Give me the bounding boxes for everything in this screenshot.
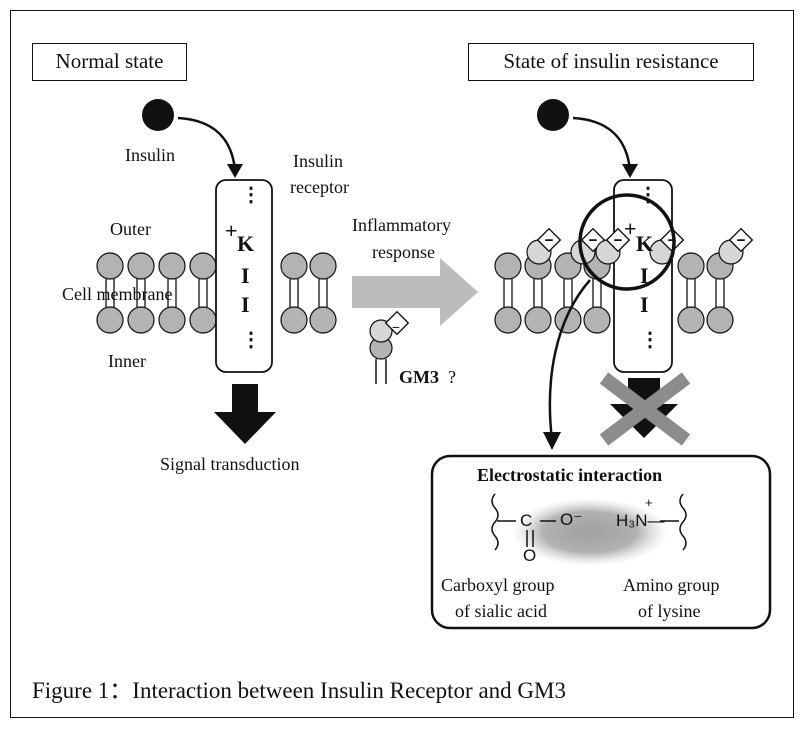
carboxyl-caption-line1: Carboxyl group (441, 575, 555, 595)
insulin-arrow-right (572, 116, 632, 171)
outer-label: Outer (110, 219, 151, 239)
lipid-head (309, 306, 337, 334)
negative-charge-sign: − (614, 232, 623, 249)
lipid-head (494, 252, 522, 280)
carboxyl-squiggle (491, 493, 499, 551)
sialic-acid-diamond (659, 227, 685, 253)
lipid-head (677, 306, 705, 334)
lipid-head (494, 306, 522, 334)
gm3-charges-right: −−−−− (526, 227, 754, 265)
carboxyl-caption-line2: of sialic acid (455, 601, 547, 621)
amino-caption-line2: of lysine (638, 601, 701, 621)
cell-membrane-label: Cell membrane (62, 284, 173, 304)
negative-charge-sign: − (545, 232, 554, 249)
membrane-right (494, 252, 734, 334)
insulin-arrow-left (177, 116, 237, 171)
membrane-left (96, 252, 337, 334)
amino-caption-line1: Amino group (623, 575, 720, 595)
gm3-charge: − (392, 321, 400, 336)
receptor-label-line2: receptor (290, 177, 349, 197)
lipid-head (677, 252, 705, 280)
receptor-label-line1: Insulin (293, 151, 344, 171)
carboxyl-double-o: O (523, 546, 537, 565)
inset-title: Electrostatic interaction (477, 465, 663, 485)
lipid-head (127, 252, 155, 280)
zoom-arrow (548, 279, 591, 441)
receptor-left-i1: I (241, 263, 250, 288)
receptor-right-i2: I (640, 292, 649, 317)
amino-formula: H₃N— (616, 511, 665, 530)
signal-arrow (214, 384, 276, 444)
carboxyl-c: C (520, 511, 533, 530)
interaction-highlight-circle (578, 193, 676, 291)
lipid-head (706, 306, 734, 334)
insulin-arrowhead-left (227, 164, 243, 178)
lipid-head (158, 252, 186, 280)
inflammatory-label-line1: Inflammatory (352, 215, 451, 235)
receptor-left-dots-top: ⋮ (241, 184, 261, 206)
lipid-head (583, 306, 611, 334)
insulin-label: Insulin (125, 145, 176, 165)
lipid-head (280, 306, 308, 334)
lipid-head (524, 306, 552, 334)
sialic-acid-diamond (605, 227, 631, 253)
lipid-head (158, 306, 186, 334)
sialic-acid-diamond (536, 227, 562, 253)
amino-plus: + (645, 495, 653, 510)
receptor-right-i1: I (640, 263, 649, 288)
receptor-right (613, 179, 673, 373)
gm3-label: GM3 (399, 367, 439, 387)
insulin-ball-right (537, 99, 569, 131)
insulin-resistance-title: State of insulin resistance (468, 43, 754, 81)
lipid-head (309, 252, 337, 280)
figure-caption: Figure 1：Interaction between Insulin Rec… (32, 678, 566, 703)
receptor-left-charge: + (225, 218, 238, 243)
lipid-head (96, 252, 124, 280)
lipid-head (189, 252, 217, 280)
receptor-right-dots-bottom: ⋮ (640, 329, 660, 351)
normal-state-title: Normal state (32, 43, 187, 81)
receptor-left-lysine: K (237, 231, 255, 256)
amino-squiggle (679, 493, 687, 551)
sialic-acid-diamond (728, 227, 754, 253)
carboxyl-o-minus: O⁻ (560, 510, 583, 529)
zoom-arrowhead (543, 432, 561, 450)
gm3-question: ? (448, 367, 456, 387)
receptor-left (215, 179, 273, 373)
lipid-head (280, 252, 308, 280)
lipid-head (127, 306, 155, 334)
negative-charge-sign: − (737, 232, 746, 249)
signal-transduction-label: Signal transduction (160, 454, 300, 474)
receptor-left-i2: I (241, 292, 250, 317)
negative-charge-sign: − (668, 232, 677, 249)
interaction-blur (512, 498, 668, 566)
figure-frame (10, 10, 794, 718)
inflammatory-arrow (352, 258, 478, 326)
negative-charge-sign: − (589, 232, 598, 249)
lipid-head (189, 306, 217, 334)
receptor-right-charge: + (624, 216, 637, 241)
receptor-left-dots-bottom: ⋮ (241, 329, 261, 351)
block-cross (599, 372, 691, 446)
inflammatory-label-line2: response (372, 242, 435, 262)
receptor-right-dots-top: ⋮ (638, 184, 658, 206)
inner-label: Inner (108, 351, 146, 371)
insulin-arrowhead-right (622, 164, 638, 178)
lipid-head (96, 306, 124, 334)
insulin-ball-left (142, 99, 174, 131)
lipid-head (554, 306, 582, 334)
gm3-molecule (369, 310, 410, 384)
receptor-right-lysine: K (636, 231, 654, 256)
